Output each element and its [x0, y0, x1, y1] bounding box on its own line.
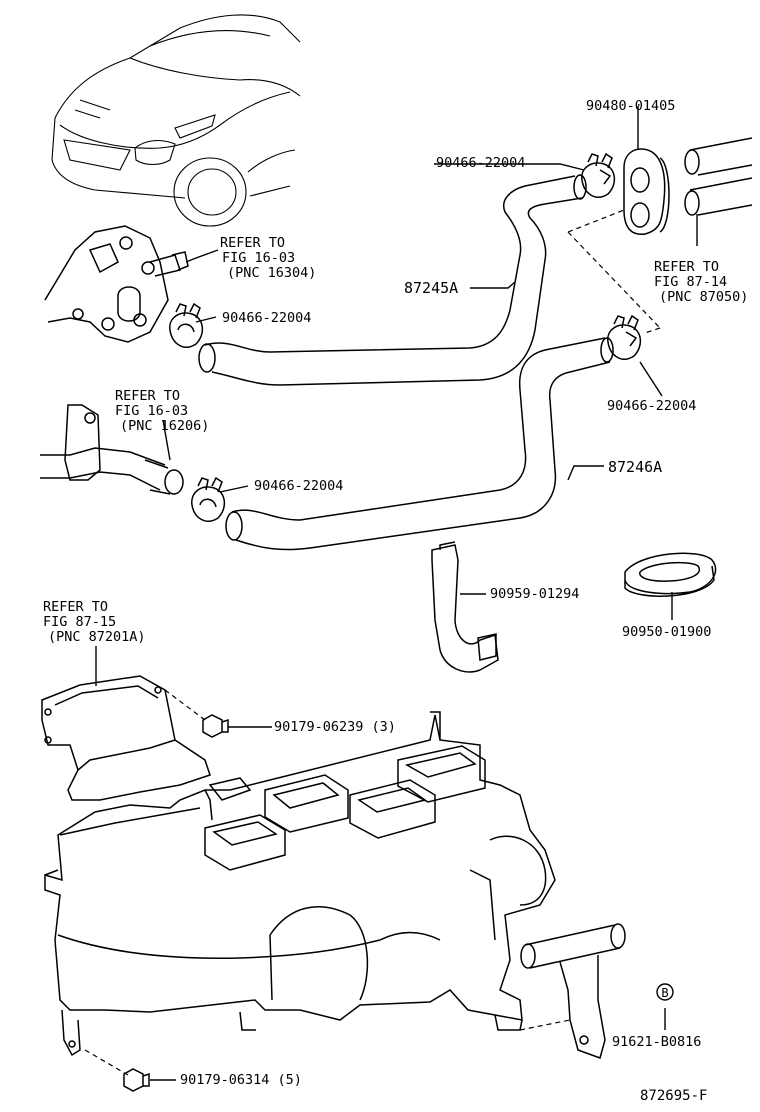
part-number-90466-22004-lower-left: 90466-22004 — [254, 478, 343, 494]
svg-text:FIG 16-03: FIG 16-03 — [115, 403, 188, 419]
refer-label-pnc16206: REFER TO FIG 16-03 (PNC 16206) — [115, 388, 209, 434]
svg-text:REFER TO: REFER TO — [220, 235, 285, 251]
part-number-90466-22004-lower-right: 90466-22004 — [607, 398, 696, 414]
bolt-lower — [123, 1068, 150, 1092]
hose-87245a — [198, 174, 587, 386]
grommet-double — [623, 148, 670, 235]
part-number-87246a: 87246A — [608, 458, 662, 476]
marker-b: B — [656, 983, 674, 1001]
refer-label-pnc87201a: REFER TO FIG 87-15 (PNC 87201A) — [43, 599, 146, 645]
part-number-90179-06239: 90179-06239 (3) — [274, 719, 396, 735]
figure-number: 872695-F — [640, 1088, 707, 1104]
leader-lines — [95, 106, 698, 1081]
svg-text:REFER TO: REFER TO — [43, 599, 108, 615]
svg-text:FIG 16-03: FIG 16-03 — [222, 250, 295, 266]
hose-87246a — [225, 337, 614, 551]
svg-text:REFER TO: REFER TO — [115, 388, 180, 404]
svg-text:B: B — [661, 986, 668, 1000]
part-number-90959-01294: 90959-01294 — [490, 586, 579, 602]
part-number-90179-06314: 90179-06314 (5) — [180, 1072, 302, 1088]
part-number-90466-22004-upper-left: 90466-22004 — [222, 310, 311, 326]
heater-unit — [41, 675, 556, 1057]
svg-text:(PNC 87050): (PNC 87050) — [659, 289, 748, 305]
engine-water-outlet — [44, 225, 189, 343]
svg-text:(PNC 87201A): (PNC 87201A) — [48, 629, 146, 645]
bolt-upper — [202, 714, 229, 738]
refer-label-pnc87050: REFER TO FIG 87-14 (PNC 87050) — [654, 259, 748, 305]
hose-clamp-lower-right — [607, 314, 642, 360]
part-number-87245a: 87245A — [404, 279, 458, 297]
svg-text:(PNC 16206): (PNC 16206) — [120, 418, 209, 434]
part-number-90466-22004-upper-right: 90466-22004 — [436, 155, 525, 171]
svg-text:REFER TO: REFER TO — [654, 259, 719, 275]
part-number-90480-01405: 90480-01405 — [586, 98, 675, 114]
vehicle-illustration — [51, 14, 301, 227]
hose-clamp-upper-right — [581, 152, 616, 198]
water-pipe — [40, 404, 184, 495]
part-number-90950-01900: 90950-01900 — [622, 624, 711, 640]
dashed-reference-lines — [84, 209, 661, 1076]
hose-clamp-lower-left — [191, 476, 226, 522]
heater-pipes — [684, 137, 753, 216]
grommet-oval — [624, 552, 717, 597]
hose-clamp-upper-left — [169, 302, 204, 348]
svg-text:(PNC 16304): (PNC 16304) — [227, 265, 316, 281]
refer-label-pnc16304: REFER TO FIG 16-03 (PNC 16304) — [220, 235, 316, 281]
heater-pipe-bracket — [520, 923, 626, 1059]
svg-text:FIG 87-15: FIG 87-15 — [43, 614, 116, 630]
svg-text:FIG 87-14: FIG 87-14 — [654, 274, 727, 290]
part-number-91621-b0816: 91621-B0816 — [612, 1034, 701, 1050]
hose-clamp-bracket — [431, 541, 499, 673]
